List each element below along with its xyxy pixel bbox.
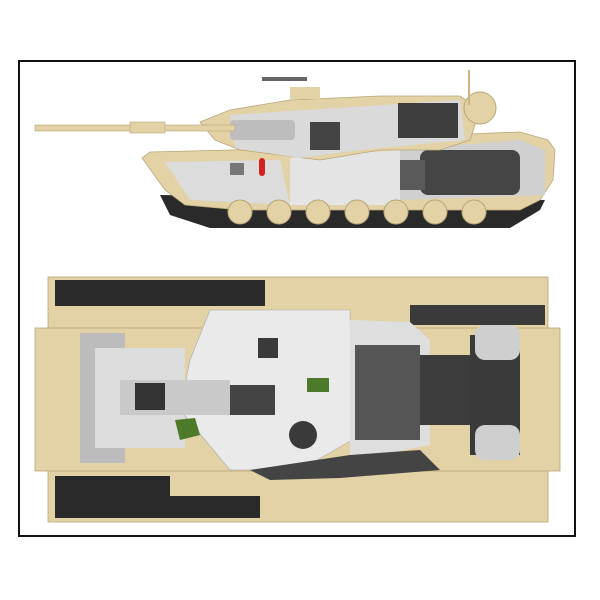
fire-extinguisher bbox=[259, 158, 265, 176]
top-ammo-rack bbox=[355, 345, 420, 440]
side-hull bbox=[141, 131, 556, 211]
side-main-gun bbox=[34, 121, 236, 134]
green-panel bbox=[307, 378, 329, 392]
bottom-left-track bbox=[55, 476, 170, 518]
top-cutaway-view bbox=[34, 272, 561, 523]
top-left-track bbox=[55, 280, 265, 306]
side-turret bbox=[199, 70, 497, 161]
side-cutaway-view bbox=[34, 70, 556, 228]
gun-breech bbox=[230, 120, 295, 140]
ammo-rack bbox=[398, 103, 458, 138]
side-road-wheels bbox=[227, 199, 487, 225]
machine-gun bbox=[262, 77, 307, 81]
